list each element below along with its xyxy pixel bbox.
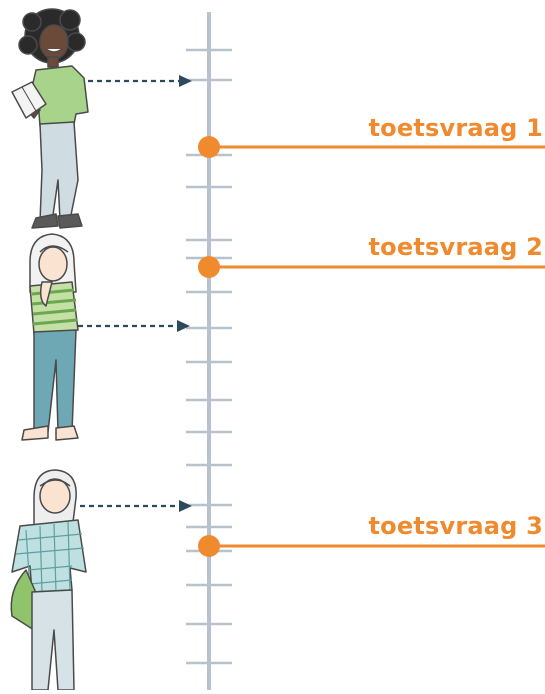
arrow-student-2 [78,320,190,332]
question-label-1: toetsvraag 1 [368,114,543,142]
question-dot-2 [198,256,220,278]
question-marker-3 [198,535,545,557]
question-dot-1 [198,136,220,158]
arrow-student-3 [80,500,192,512]
question-dot-3 [198,535,220,557]
arrow-student-1 [88,75,192,87]
student-3-illustration [10,469,87,691]
question-label-2: toetsvraag 2 [368,233,543,261]
question-marker-2 [198,256,545,278]
student-2-illustration [21,233,79,441]
question-marker-1 [198,136,545,158]
scale-ticks [186,48,232,665]
question-label-3: toetsvraag 3 [368,512,543,540]
student-1-illustration [11,8,89,229]
